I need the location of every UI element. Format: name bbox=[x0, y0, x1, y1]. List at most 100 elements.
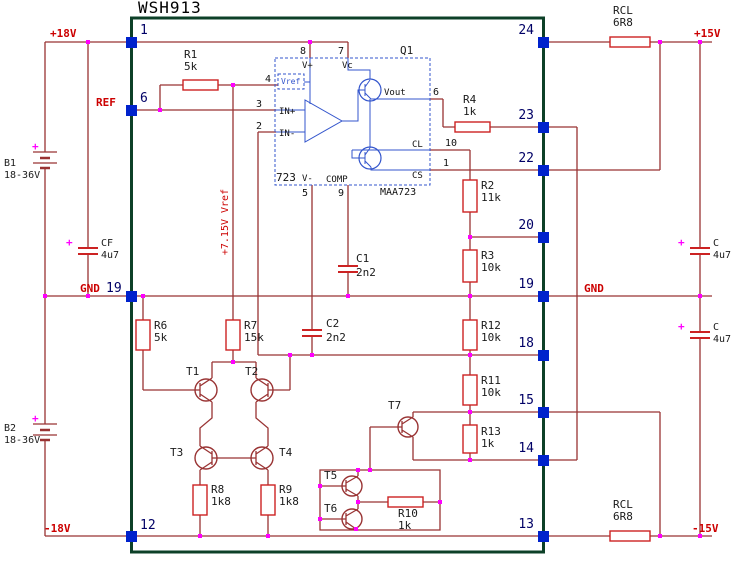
wires bbox=[44, 41, 712, 537]
pin-23-number: 23 bbox=[518, 108, 534, 123]
resistor-r6-body bbox=[135, 319, 151, 351]
pin-20-number: 20 bbox=[518, 218, 534, 233]
r7-name: R7 bbox=[244, 319, 257, 332]
rcl-top-name: RCL bbox=[613, 4, 633, 17]
ic-label-cs: CS bbox=[412, 171, 423, 181]
pin-18-number: 18 bbox=[518, 336, 534, 351]
ic-723-dotted-box bbox=[274, 57, 431, 186]
c-bottom-name: C bbox=[713, 322, 719, 333]
r1-value: 5k bbox=[184, 60, 198, 73]
ic-pin-1: 1 bbox=[443, 158, 449, 169]
rcl-bottom-value: 6R8 bbox=[613, 510, 633, 523]
c-top-polarity-plus: + bbox=[678, 236, 685, 249]
c1-name: C1 bbox=[356, 252, 369, 265]
resistor-r10-body bbox=[387, 496, 424, 508]
ic-label-inminus: IN- bbox=[279, 129, 295, 139]
ic-pin-3: 3 bbox=[256, 99, 262, 110]
transistor-t5-body bbox=[341, 475, 363, 497]
q1-label: Q1 bbox=[400, 44, 413, 57]
r10-name: R10 bbox=[398, 507, 418, 520]
pin-6-number: 6 bbox=[140, 91, 148, 106]
pin-24-number: 24 bbox=[518, 23, 534, 38]
r8-value: 1k8 bbox=[211, 495, 231, 508]
c-top-value: 4u7 bbox=[713, 250, 731, 261]
pin-15-number: 15 bbox=[518, 393, 534, 408]
resistor-r2-body bbox=[462, 179, 478, 213]
label-gnd-right: GND bbox=[584, 282, 604, 295]
module-title: WSH913 bbox=[138, 0, 202, 17]
ic-device-name: MAA723 bbox=[380, 187, 416, 198]
c2-name: C2 bbox=[326, 317, 339, 330]
pin-19-right-number: 19 bbox=[518, 277, 534, 292]
ic-label-vplus: V+ bbox=[302, 61, 313, 71]
r11-value: 10k bbox=[481, 386, 501, 399]
pin-14-number: 14 bbox=[518, 441, 534, 456]
resistor-r12-body bbox=[462, 319, 478, 351]
pin-22-number: 22 bbox=[518, 151, 534, 166]
t3-label: T3 bbox=[170, 446, 183, 459]
r11-name: R11 bbox=[481, 374, 501, 387]
r3-value: 10k bbox=[481, 261, 501, 274]
ic-pin-6: 6 bbox=[433, 87, 439, 98]
ic-label-vminus: V- bbox=[302, 174, 313, 184]
ic-label-vref: Vref bbox=[281, 77, 300, 86]
t1-label: T1 bbox=[186, 365, 199, 378]
module-boundary bbox=[130, 16, 545, 554]
ic-vref-box bbox=[277, 73, 305, 90]
ic-label-vc: Vc bbox=[342, 61, 353, 71]
ic-part-number: 723 bbox=[276, 171, 296, 184]
ic-label-inplus: IN+ bbox=[279, 107, 296, 117]
ic-pin-4: 4 bbox=[265, 74, 271, 85]
r9-value: 1k8 bbox=[279, 495, 299, 508]
b1-value: 18-36V bbox=[4, 170, 40, 181]
t2-label: T2 bbox=[245, 365, 258, 378]
c-bottom-value: 4u7 bbox=[713, 334, 731, 345]
ic-pin-2: 2 bbox=[256, 121, 262, 132]
t6-label: T6 bbox=[324, 502, 337, 515]
transistor-t7-body bbox=[397, 416, 419, 438]
label-minus18v: -18V bbox=[44, 522, 71, 535]
transistor-t3-body bbox=[194, 446, 218, 470]
resistor-r3-body bbox=[462, 249, 478, 283]
r4-name: R4 bbox=[463, 93, 477, 106]
label-plus15v: +15V bbox=[694, 27, 721, 40]
resistor-rcl-bottom-body bbox=[609, 530, 651, 542]
r2-name: R2 bbox=[481, 179, 494, 192]
c-top-name: C bbox=[713, 238, 719, 249]
ic-label-vout: Vout bbox=[384, 88, 406, 98]
ic-label-cl: CL bbox=[412, 140, 423, 150]
r3-name: R3 bbox=[481, 249, 494, 262]
resistor-r4-body bbox=[454, 121, 491, 133]
cf-polarity-plus: + bbox=[66, 236, 73, 249]
b2-name: B2 bbox=[4, 423, 16, 434]
r12-value: 10k bbox=[481, 331, 501, 344]
resistor-r7-body bbox=[225, 319, 241, 351]
ic-pin-7: 7 bbox=[338, 46, 344, 57]
label-minus15v: -15V bbox=[692, 522, 719, 535]
pin-12-number: 12 bbox=[140, 518, 156, 533]
battery-short-plates bbox=[40, 156, 50, 442]
t7-label: T7 bbox=[388, 399, 401, 412]
label-vref-rail: +7.15V Vref bbox=[220, 189, 231, 255]
b1-name: B1 bbox=[4, 158, 16, 169]
ic-limit-transistor bbox=[358, 146, 382, 170]
r6-name: R6 bbox=[154, 319, 167, 332]
transistor-t2-body bbox=[250, 378, 274, 402]
pin-13-number: 13 bbox=[518, 517, 534, 532]
ic-pin-9: 9 bbox=[338, 188, 344, 199]
battery-long-plates bbox=[33, 151, 57, 436]
c2-value: 2n2 bbox=[326, 331, 346, 344]
resistor-r1-body bbox=[182, 79, 219, 91]
transistor-t6-body bbox=[341, 508, 363, 530]
transistor-t1-body bbox=[194, 378, 218, 402]
r10-value: 1k bbox=[398, 519, 412, 532]
ic-pin-10: 10 bbox=[445, 138, 457, 149]
r2-value: 11k bbox=[481, 191, 501, 204]
t5-label: T5 bbox=[324, 469, 337, 482]
label-ref: REF bbox=[96, 96, 116, 109]
resistor-r8-body bbox=[192, 484, 208, 516]
rcl-top-value: 6R8 bbox=[613, 16, 633, 29]
r13-name: R13 bbox=[481, 425, 501, 438]
resistor-r11-body bbox=[462, 374, 478, 406]
